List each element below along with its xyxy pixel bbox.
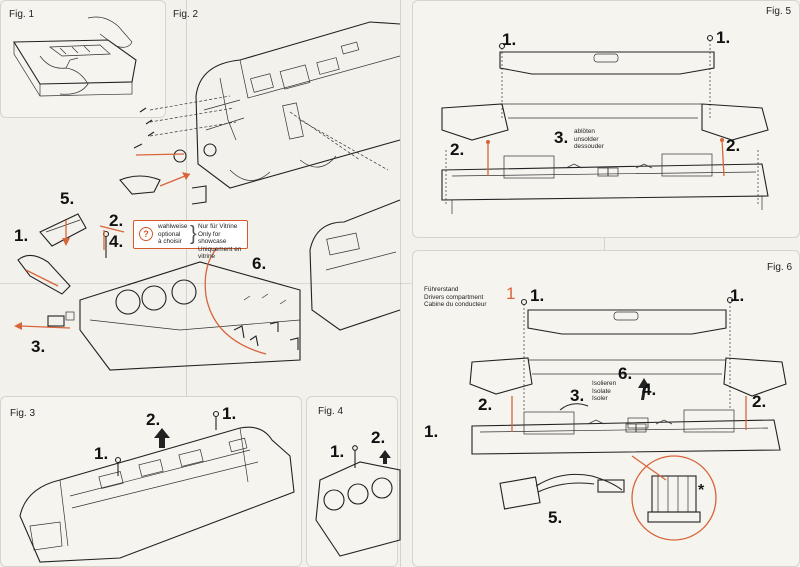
fig3-label: Fig. 3 xyxy=(10,408,36,419)
fig6-cab-text: Führerstand Drivers compartment Cabine d… xyxy=(424,286,487,309)
fig2-step-1: 1. xyxy=(14,226,29,245)
fig6-step-3: 3. xyxy=(570,386,585,405)
fig4-step-1b: 1. xyxy=(424,422,439,441)
fig6-step-6: 6. xyxy=(618,364,633,383)
fig6-isolate-text: Isolieren Isolate Isoler xyxy=(592,380,617,403)
fig1-panel: Fig. 1 xyxy=(0,0,166,118)
fig6-step-1b: 1. xyxy=(730,286,745,305)
fig1-drawing xyxy=(13,16,137,97)
fig6-panel: Fig. 6 Führerstand Drivers compartment C… xyxy=(412,250,800,567)
note-showcase-text: Nur für Vitrine Only for showcase Unique… xyxy=(198,223,242,261)
fig6-step-2b: 2. xyxy=(752,392,767,411)
center-fold xyxy=(400,0,401,567)
fig6-cab-number: 1 xyxy=(506,284,516,303)
note-brace: } xyxy=(190,223,197,245)
fig4-panel xyxy=(306,396,398,567)
fig5-step-2a: 2. xyxy=(450,140,465,159)
fig2-drawing xyxy=(14,21,401,371)
fig1-label: Fig. 1 xyxy=(9,9,35,20)
fig5-drawing xyxy=(441,34,769,214)
fig2-step-3: 3. xyxy=(31,337,46,356)
fig4-drawing xyxy=(315,431,419,557)
fig5-step-1b: 1. xyxy=(716,28,731,47)
fig5-step-2b: 2. xyxy=(726,136,741,155)
fig6-step-2a: 2. xyxy=(478,395,493,414)
fig2-step-5: 5. xyxy=(60,189,75,208)
fig5-panel: Fig. 5 1. xyxy=(412,0,800,238)
fig3-drawing xyxy=(19,410,295,563)
fig6-step-5: 5. xyxy=(548,508,563,527)
fig2-label: Fig. 2 xyxy=(173,9,199,20)
fig4-step-1a: 1. xyxy=(330,442,345,461)
fig6-drawing xyxy=(469,296,787,541)
fig3-step-1b: 1. xyxy=(222,404,237,423)
fig3-step-2: 2. xyxy=(146,410,161,429)
showcase-note: ? wahlweise optional à choisir } Nur für… xyxy=(133,220,248,260)
fig2-step-4: 4. xyxy=(109,232,124,251)
fig4-step-2: 2. xyxy=(371,428,386,447)
fig6-step-1a: 1. xyxy=(530,286,545,305)
fig5-desolder-text: ablöten unsolder dessouder xyxy=(574,128,604,151)
question-icon: ? xyxy=(139,227,153,241)
fig3-step-1a: 1. xyxy=(94,444,109,463)
fig2-step-2: 2. xyxy=(109,211,124,230)
fold-line-horizontal xyxy=(0,283,800,284)
fig5-label: Fig. 5 xyxy=(766,6,792,17)
fig2-step-6: 6. xyxy=(252,254,267,273)
fig6-asterisk: * xyxy=(698,482,705,499)
note-optional-text: wahlweise optional à choisir xyxy=(158,223,188,246)
fig4-label: Fig. 4 xyxy=(318,406,344,417)
fig5-step-1a: 1. xyxy=(502,30,517,49)
fig6-label: Fig. 6 xyxy=(767,262,793,273)
fig3-panel: Fig. 3 1. 2. 1. xyxy=(0,396,302,567)
fold-line-left xyxy=(186,0,187,567)
fig6-step-4: 4. xyxy=(642,380,657,399)
fig5-step-3: 3. xyxy=(554,128,569,147)
